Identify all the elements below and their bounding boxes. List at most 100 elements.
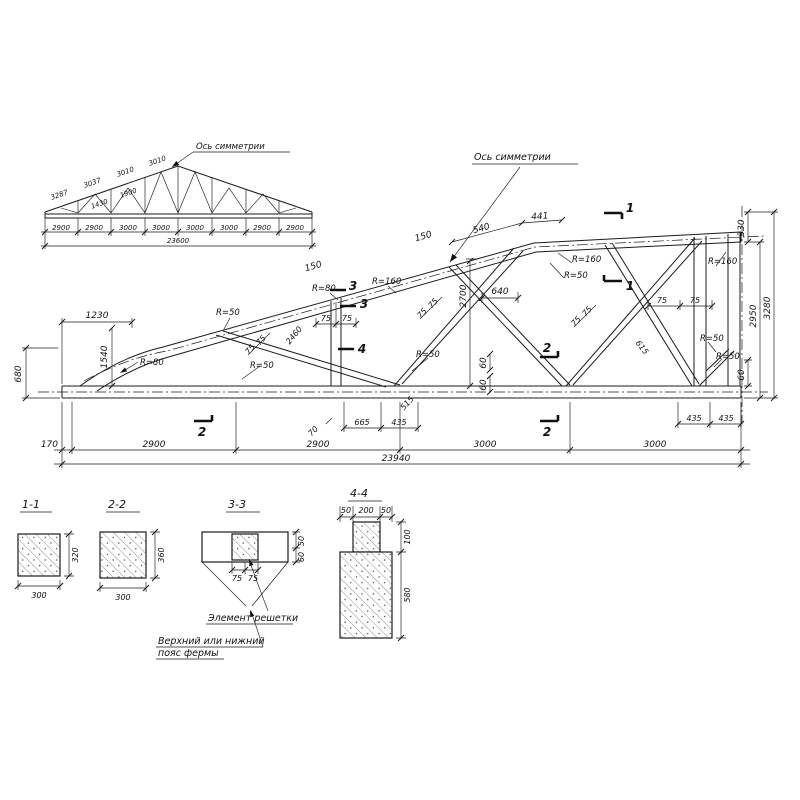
- dim-label-75: 75: [321, 314, 331, 323]
- dim-label-665: 665: [354, 418, 369, 427]
- section-dim-ticks: [228, 528, 300, 574]
- cut-number-2: 2: [198, 425, 206, 439]
- dim-label-75: 75: [232, 574, 242, 583]
- cut-number-1: 1: [626, 279, 634, 293]
- radius-label-r160: R=160: [372, 277, 401, 287]
- post-cross-section: [339, 551, 393, 639]
- dim-label-75: 75: [342, 314, 352, 323]
- callout-leader: [206, 559, 293, 625]
- dim-lines: [25, 212, 775, 429]
- truss-chords: [61, 231, 742, 399]
- cut-number-3: 3: [360, 297, 368, 311]
- leader-arrowhead: [249, 559, 254, 567]
- callout-lattice-element: Элемент решетки: [207, 613, 298, 624]
- dim-label-75: 75: [580, 305, 594, 319]
- radius-label-r80: R=80: [140, 358, 164, 368]
- section-cut-marks: [194, 211, 624, 423]
- callout-leader: [156, 610, 264, 660]
- dim-label-2950: 2950: [749, 304, 759, 327]
- leader-arrowhead: [172, 160, 180, 167]
- dim-label-150: 150: [414, 230, 434, 244]
- dim-label-435: 435: [718, 414, 733, 423]
- overview-web-lattice: [60, 166, 297, 214]
- dim-label-1540: 1540: [100, 345, 110, 368]
- overview-chords: [44, 165, 313, 219]
- cut-number-1: 1: [626, 201, 634, 215]
- dim-label-435: 435: [686, 414, 701, 423]
- section-title: 1-1: [22, 498, 40, 511]
- section-4-4: 4-4 50 200 50 100 580: [336, 487, 412, 642]
- cut-number-2: 2: [543, 341, 551, 355]
- dim-label-1230: 1230: [86, 311, 109, 321]
- radius-label-r50: R=50: [564, 271, 588, 281]
- radius-label-r50: R=50: [716, 352, 740, 362]
- dim-label-60: 60: [479, 357, 489, 369]
- cut-number-4: 4: [357, 342, 366, 356]
- section-3-3: 3-3 75 75 50 60 Элемент решетки Верхний …: [156, 498, 306, 660]
- section-dim-ticks: [96, 528, 159, 592]
- dim-label: 3287: [50, 188, 70, 202]
- section-title: 2-2: [108, 498, 126, 511]
- dim-label-50: 50: [381, 506, 391, 515]
- dim-label-3280: 3280: [763, 296, 773, 319]
- callout-chord-line2: пояс фермы: [158, 648, 219, 659]
- dim-label-75: 75: [690, 296, 700, 305]
- radius-label-r50: R=50: [250, 361, 274, 371]
- dim-label-320: 320: [71, 547, 80, 562]
- symmetry-leader: [171, 151, 290, 168]
- stem-cross-section: [352, 521, 381, 553]
- dim-label-441: 441: [531, 211, 549, 222]
- dim-label-150: 150: [304, 260, 324, 274]
- dim-label-330: 330: [737, 219, 747, 236]
- dim-label: 3000: [119, 224, 137, 232]
- dim-label-200: 200: [358, 506, 373, 515]
- dim-label-540: 540: [472, 222, 492, 236]
- leader-arrowhead: [250, 610, 255, 618]
- radius-label-r80: R=80: [312, 284, 336, 294]
- symmetry-leader: [449, 163, 578, 263]
- truss-web-members: [215, 233, 741, 388]
- dim-label-2460: 2460: [284, 325, 304, 346]
- dim-label: 3000: [186, 224, 204, 232]
- lattice-element-cross-section: [231, 533, 259, 561]
- leader-arrowhead: [450, 253, 458, 262]
- symmetry-axis-label: Ось симметрии: [196, 142, 265, 152]
- dim-label-75: 75: [248, 574, 258, 583]
- dim-label-2900: 2900: [307, 440, 330, 450]
- dim-label-100: 100: [403, 529, 412, 544]
- section-1-1-shape: [17, 533, 61, 577]
- bottom-dim-lines: [54, 402, 750, 468]
- radius-label-r50: R=50: [700, 334, 724, 344]
- overview-dim-ticks: [41, 228, 316, 250]
- leader-arrowhead: [120, 367, 128, 373]
- dim-label-70: 70: [306, 424, 320, 438]
- dim-label-580: 580: [403, 587, 412, 602]
- dim-label-360: 360: [157, 547, 166, 562]
- section-dim-ticks: [14, 530, 73, 590]
- section-2-2-shape: [99, 531, 147, 579]
- dim-label-75: 75: [657, 296, 667, 305]
- dim-label-615: 615: [634, 339, 651, 357]
- dim-label-300: 300: [115, 593, 130, 602]
- section-dim-ticks: [336, 513, 405, 642]
- chord-funnel-lines: [201, 561, 289, 607]
- dim-label-60: 60: [297, 552, 306, 562]
- main-truss-drawing: Ось симметрии 1230 1540 680 R=80 R=80 R=…: [14, 152, 778, 468]
- cut-number-2: 2: [543, 425, 551, 439]
- dim-label-75: 75: [426, 297, 440, 311]
- centerlines: [38, 206, 768, 424]
- dim-label-60: 60: [479, 379, 489, 391]
- dim-label: 3037: [83, 176, 103, 190]
- dim-label-3000: 3000: [644, 440, 667, 450]
- dim-label-75: 75: [569, 315, 583, 329]
- radius-label-r50: R=50: [216, 308, 240, 318]
- radius-label-r160: R=160: [572, 255, 601, 265]
- dim-label-640: 640: [491, 287, 508, 297]
- extension-lines: [22, 211, 778, 432]
- dim-label-680: 680: [14, 365, 24, 382]
- overview-truss: 2900 2900 3000 3000 3000 3000 2900 2900 …: [41, 142, 316, 250]
- dim-label-50: 50: [341, 506, 351, 515]
- dim-label-515: 515: [399, 395, 416, 412]
- symmetry-axis-label: Ось симметрии: [474, 152, 551, 163]
